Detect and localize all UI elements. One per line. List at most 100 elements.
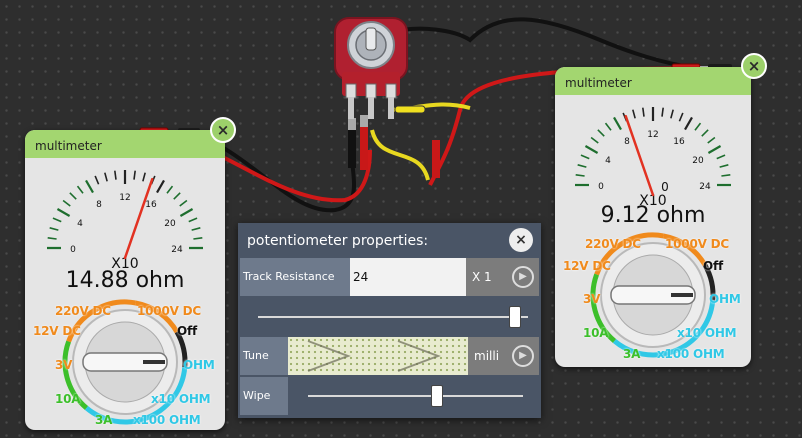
left-range-1000v[interactable]: 1000V DC	[137, 304, 202, 318]
left-meter-dial-ring-segment	[144, 366, 188, 421]
left-meter-scale-tick	[188, 217, 198, 223]
tune-strip[interactable]	[288, 337, 468, 375]
yellow-wire-b	[370, 129, 430, 181]
right-meter-scale-label: 16	[673, 137, 685, 147]
track-resistance-input[interactable]: 24	[350, 258, 466, 296]
left-meter-scale-tick	[156, 179, 165, 194]
left-meter-scale-tick	[62, 199, 71, 207]
right-range-x10ohm[interactable]: x10 OHM	[677, 326, 737, 340]
left-meter-scale-label: 24	[171, 245, 183, 255]
panel-close-icon[interactable]: ×	[509, 228, 533, 252]
left-range-x100ohm[interactable]: x100 OHM	[133, 413, 201, 427]
left-meter-scale-label: 16	[145, 200, 157, 210]
left-meter-scale-tick	[94, 175, 100, 185]
right-meter-dial-pointer	[610, 285, 696, 305]
left-meter-scale-tick	[193, 237, 203, 240]
wipe-slider-thumb[interactable]	[431, 385, 443, 407]
left-meter-dial-pointer	[82, 352, 168, 372]
right-range-off[interactable]: Off	[703, 259, 724, 273]
right-meter-dial-ring-segment	[612, 339, 675, 358]
right-meter-scale-tick	[642, 107, 645, 117]
right-range-3a[interactable]: 3A	[623, 347, 641, 361]
left-meter-scale-tick	[114, 170, 117, 180]
left-meter-scale-tick	[166, 185, 174, 194]
right-meter-multiplier-top: 0	[661, 180, 669, 194]
left-meter-scale-tick	[173, 192, 181, 200]
left-range-10a[interactable]: 10A	[55, 392, 81, 406]
tune-label: Tune	[240, 337, 288, 375]
left-meter-dial-ring-segment	[62, 340, 89, 410]
tune-row: Tune milli ▶	[240, 337, 539, 375]
left-range-3v[interactable]: 3V	[55, 358, 73, 372]
track-resistance-row: Track Resistance 24 X 1 ▶	[240, 258, 539, 296]
right-meter-scale-tick	[632, 109, 636, 119]
left-meter-multiplier: X10	[111, 256, 138, 272]
left-meter-scale-tick	[142, 172, 146, 182]
right-meter-scale-tick	[584, 145, 599, 154]
right-meter-close-icon[interactable]: ×	[741, 53, 767, 79]
right-meter-scale-tick	[701, 129, 709, 137]
right-meter-dial-ring-segment	[662, 233, 708, 267]
left-meter-scale-tick	[56, 208, 71, 217]
right-meter-multiplier: X10	[639, 193, 666, 209]
right-meter-scale-tick	[707, 145, 722, 154]
left-meter-dial-ring-segment	[66, 299, 136, 343]
left-meter-needle	[123, 177, 154, 260]
right-meter-dial-ring-segment	[590, 273, 617, 343]
left-meter-scale-tick	[49, 227, 59, 231]
left-meter-scale-label: 8	[96, 200, 102, 210]
right-meter-scale-tick	[707, 136, 716, 144]
right-meter-reading: 9.12 ohm	[600, 203, 706, 228]
left-meter-scale-tick	[47, 237, 57, 240]
right-range-1000v[interactable]: 1000V DC	[665, 237, 730, 251]
right-meter-scale-tick	[684, 116, 693, 131]
left-multimeter-title: multimeter	[35, 139, 102, 153]
right-meter-needle	[624, 114, 655, 197]
left-range-ohm[interactable]: OHM	[183, 358, 215, 372]
track-resistance-slider-thumb[interactable]	[508, 306, 521, 328]
right-meter-scale-label: 0	[598, 182, 604, 192]
right-meter-scale-label: 12	[647, 130, 658, 140]
left-meter-scale-tick	[191, 227, 201, 231]
right-meter-scale-tick	[577, 164, 587, 168]
left-meter-scale-label: 20	[164, 219, 176, 229]
left-range-3a[interactable]: 3A	[95, 413, 113, 427]
left-meter-close-icon[interactable]: ×	[210, 117, 236, 143]
left-range-220v[interactable]: 220V DC	[55, 304, 111, 318]
left-range-x10ohm[interactable]: x10 OHM	[151, 392, 211, 406]
track-resistance-slider[interactable]	[240, 298, 539, 336]
right-range-ohm[interactable]: OHM	[709, 292, 741, 306]
track-resistance-play-icon[interactable]: ▶	[512, 266, 534, 288]
right-meter-dial-ring-segment	[702, 263, 716, 301]
right-range-12v[interactable]: 12V DC	[563, 259, 611, 273]
wipe-slider-track	[308, 395, 523, 397]
right-meter-scale-label: 24	[699, 182, 711, 192]
left-meter-dial-ring-segment	[84, 406, 147, 425]
pot-probes	[348, 115, 440, 178]
right-meter-scale-tick	[575, 174, 585, 177]
right-meter-scale-tick	[670, 109, 674, 119]
left-meter-dial-ring-segment	[134, 300, 180, 334]
right-range-10a[interactable]: 10A	[583, 326, 609, 340]
left-range-off[interactable]: Off	[177, 324, 198, 338]
right-meter-scale-tick	[597, 129, 605, 137]
left-meter-dial-ring-segment	[174, 330, 188, 368]
track-resistance-slider-track	[258, 316, 528, 318]
left-meter-scale-tick	[133, 170, 136, 180]
left-black-wire	[187, 130, 356, 213]
left-range-12v[interactable]: 12V DC	[33, 324, 81, 338]
right-meter-dial-ring-segment	[672, 299, 716, 354]
right-range-3v[interactable]: 3V	[583, 292, 601, 306]
right-multimeter-header[interactable]: multimeter	[555, 67, 751, 95]
right-range-220v[interactable]: 220V DC	[585, 237, 641, 251]
right-meter-scale-tick	[716, 154, 726, 160]
right-multimeter-title: multimeter	[565, 76, 632, 90]
left-multimeter-header[interactable]: multimeter	[25, 130, 225, 158]
right-meter-scale-tick	[661, 107, 664, 117]
tune-play-icon[interactable]: ▶	[512, 345, 534, 367]
right-range-x100ohm[interactable]: x100 OHM	[657, 347, 725, 361]
left-meter-scale-tick	[179, 199, 188, 207]
